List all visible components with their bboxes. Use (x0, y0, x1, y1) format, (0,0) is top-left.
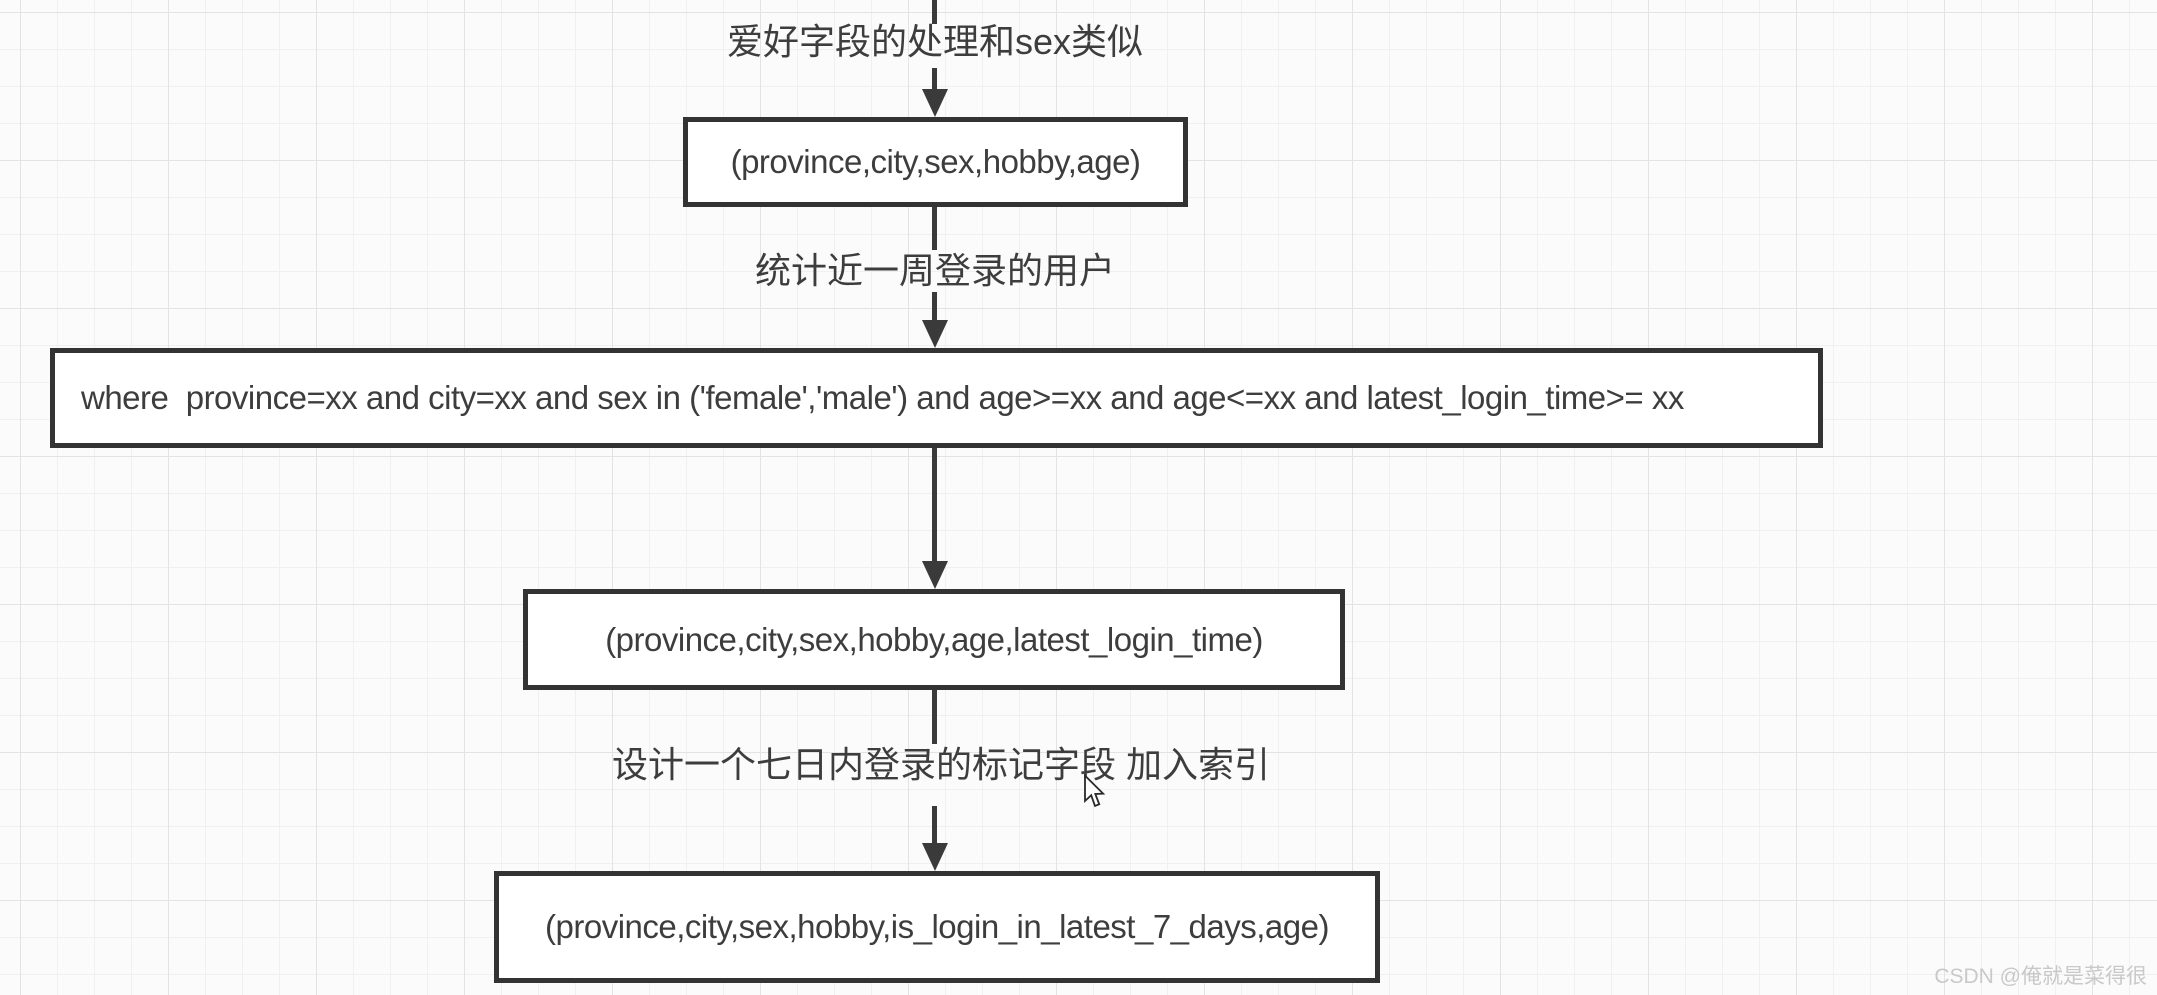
node-text: (province,city,sex,hobby,age) (730, 143, 1141, 180)
connector-line (932, 207, 937, 250)
label-hobby-field-note[interactable]: 爱好字段的处理和sex类似 (726, 21, 1144, 62)
node-index-fields-2[interactable]: (province,city,sex,hobby,age,latest_logi… (523, 589, 1345, 690)
arrow-down-icon (922, 561, 948, 589)
csdn-watermark: CSDN @俺就是菜得很 (1934, 965, 2147, 988)
connector-line (932, 68, 937, 92)
node-text: (province,city,sex,hobby,age,latest_logi… (605, 620, 1263, 658)
node-index-fields-3[interactable]: (province,city,sex,hobby,is_login_in_lat… (494, 871, 1380, 983)
connector-line (932, 690, 937, 744)
connector-line (932, 292, 937, 322)
connector-line (932, 448, 937, 563)
node-text: (province,city,sex,hobby,is_login_in_lat… (545, 908, 1329, 945)
node-where-condition[interactable]: where province=xx and city=xx and sex in… (50, 348, 1823, 448)
connector-line (932, 806, 937, 845)
arrow-down-icon (922, 89, 948, 117)
arrow-down-icon (922, 320, 948, 348)
label-weekly-login-users[interactable]: 统计近一周登录的用户 (754, 250, 1116, 291)
arrow-down-icon (922, 843, 948, 871)
mouse-pointer-icon (1084, 774, 1106, 808)
connector-line (932, 0, 937, 24)
node-index-fields-1[interactable]: (province,city,sex,hobby,age) (683, 117, 1188, 207)
label-seven-day-flag[interactable]: 设计一个七日内登录的标记字段 加入索引 (611, 744, 1271, 785)
node-text: where province=xx and city=xx and sex in… (81, 379, 1684, 416)
